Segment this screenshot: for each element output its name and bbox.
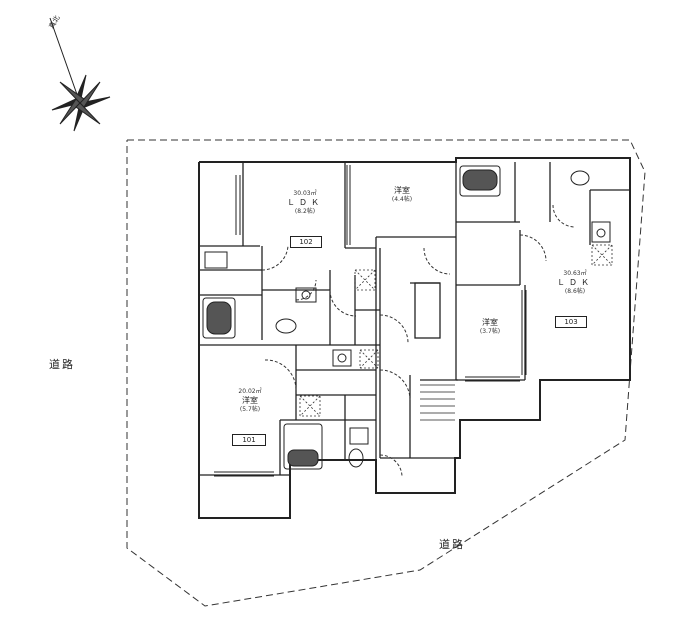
unit-102-number: 102 (290, 236, 322, 248)
unit-101-number: 101 (232, 434, 266, 446)
unit-103-ldk: 30.63㎡ ＬＤＫ (8.6帖) (540, 270, 610, 295)
unit-101-area: 20.02㎡ (238, 388, 262, 395)
unit-101-room: 20.02㎡ 洋室 (5.7帖) (215, 388, 285, 413)
unit-102-ldk: 30.03㎡ ＬＤＫ (8.2帖) (270, 190, 340, 215)
building-walls (198, 157, 631, 519)
unit-101-tatami: (5.7帖) (239, 405, 261, 413)
north-arrow-icon (49, 17, 111, 132)
unit-103-tatami: (8.6帖) (564, 287, 586, 295)
unit-102-western-tatami: (4.4帖) (391, 196, 413, 203)
unit-102-tatami: (8.2帖) (294, 207, 316, 215)
unit-102-western-room: 洋室 (4.4帖) (372, 186, 432, 204)
utility-shafts (299, 244, 613, 417)
unit-102-room: ＬＤＫ (287, 197, 323, 207)
road-label-west: 道路 (49, 358, 75, 371)
unit-102-western-name: 洋室 (394, 186, 410, 195)
unit-101-room-name: 洋室 (242, 395, 258, 405)
fixtures (202, 165, 611, 470)
road-label-south: 道路 (439, 538, 465, 551)
unit-103-western-name: 洋室 (482, 318, 498, 327)
site-boundary (126, 139, 646, 607)
unit-103-number: 103 (555, 316, 587, 328)
unit-103-area: 30.63㎡ (563, 270, 587, 277)
unit-103-western-room: 洋室 (3.7帖) (462, 318, 518, 336)
stairs (420, 384, 455, 421)
unit-103-western-tatami: (3.7帖) (479, 328, 501, 335)
interior-walls (199, 162, 630, 493)
windows (214, 165, 527, 477)
unit-102-area: 30.03㎡ (293, 190, 317, 197)
unit-103-room: ＬＤＫ (557, 277, 593, 287)
